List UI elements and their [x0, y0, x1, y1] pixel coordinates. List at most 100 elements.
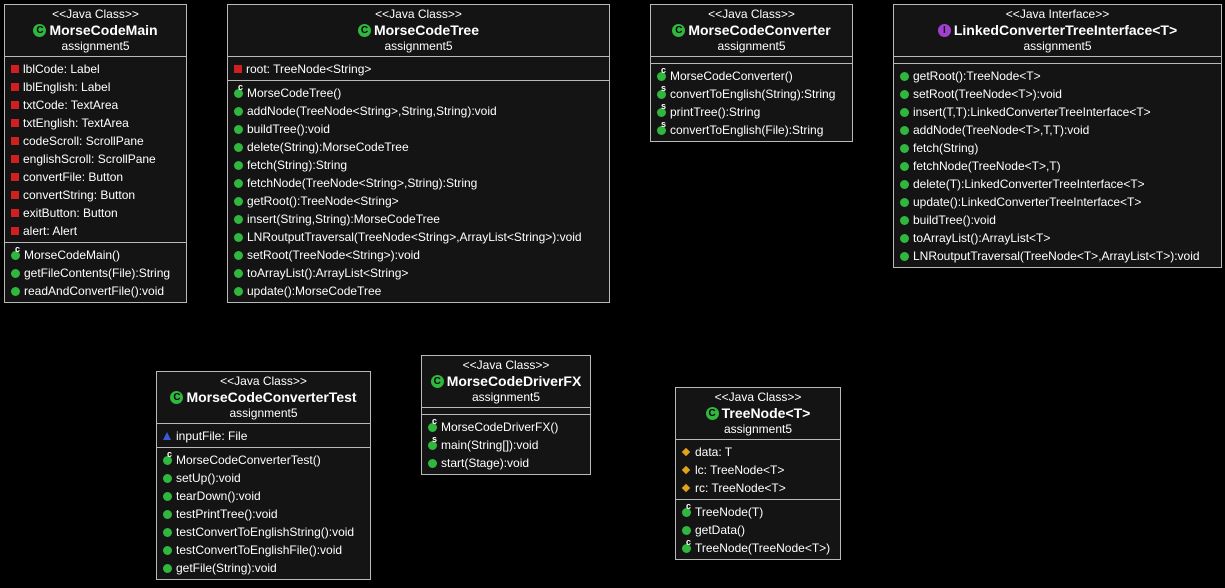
public-method-icon — [900, 107, 909, 117]
package-field-icon — [681, 483, 691, 493]
method-row: fetch(String):String — [228, 156, 609, 174]
constructor-icon — [234, 83, 243, 98]
method-row: toArrayList():ArrayList<T> — [894, 229, 1221, 247]
field-row: root: TreeNode<String> — [228, 60, 609, 78]
class-name: MorseCodeConverterTest — [186, 389, 357, 405]
method-text: start(Stage):void — [441, 456, 530, 470]
constructor-icon — [682, 538, 691, 553]
fields-section — [651, 56, 852, 63]
method-row: buildTree():void — [894, 211, 1221, 229]
method-text: update():LinkedConverterTreeInterface<T> — [913, 195, 1142, 209]
method-row: LNRoutputTraversal(TreeNode<String>,Arra… — [228, 228, 609, 246]
field-row: txtCode: TextArea — [5, 96, 186, 114]
class-badge-icon: C — [430, 374, 444, 388]
field-text: convertString: Button — [23, 188, 136, 202]
method-text: convertToEnglish(String):String — [670, 87, 836, 101]
stereotype-label: <<Java Class>> — [462, 358, 550, 372]
method-row: MorseCodeTree() — [228, 83, 609, 102]
public-method-icon — [900, 161, 909, 171]
field-text: data: T — [695, 445, 733, 459]
method-text: setRoot(TreeNode<String>):void — [247, 248, 420, 262]
field-text: rc: TreeNode<T> — [695, 481, 786, 495]
method-text: readAndConvertFile():void — [24, 284, 165, 298]
public-method-icon — [163, 491, 172, 501]
method-text: delete(String):MorseCodeTree — [247, 140, 409, 154]
private-field-icon — [11, 227, 19, 235]
field-row: alert: Alert — [5, 222, 186, 240]
method-text: fetchNode(TreeNode<String>,String):Strin… — [247, 176, 478, 190]
package-name: assignment5 — [1023, 39, 1092, 53]
method-row: delete(String):MorseCodeTree — [228, 138, 609, 156]
stereotype-label: <<Java Class>> — [52, 7, 139, 21]
method-row: TreeNode(T) — [676, 502, 840, 521]
public-method-icon — [163, 527, 172, 537]
method-text: fetch(String):String — [247, 158, 348, 172]
public-method-icon — [900, 215, 909, 225]
class-badge-icon: C — [357, 23, 371, 37]
class-badge-icon: C — [705, 406, 719, 420]
public-method-icon — [163, 545, 172, 555]
method-text: setRoot(TreeNode<T>):void — [913, 87, 1062, 101]
public-method-icon — [234, 268, 243, 278]
method-text: addNode(TreeNode<String>,String,String):… — [247, 104, 497, 118]
stereotype-label: <<Java Class>> — [714, 390, 802, 404]
method-row: fetchNode(TreeNode<String>,String):Strin… — [228, 174, 609, 192]
public-method-icon — [900, 89, 909, 99]
methods-section: TreeNode(T) getData() TreeNode(TreeNode<T>… — [676, 499, 840, 559]
methods-section: MorseCodeDriverFX()main(String[]):voidst… — [422, 414, 590, 474]
method-row: insert(T,T):LinkedConverterTreeInterface… — [894, 103, 1221, 121]
method-row: start(Stage):void — [422, 454, 590, 472]
field-row: convertFile: Button — [5, 168, 186, 186]
method-text: delete(T):LinkedConverterTreeInterface<T… — [913, 177, 1145, 191]
method-row: convertToEnglish(String):String — [651, 84, 852, 103]
method-text: TreeNode(T) — [695, 505, 764, 519]
private-field-icon — [11, 83, 19, 91]
class-name: TreeNode<T> — [721, 405, 811, 421]
method-text: update():MorseCodeTree — [247, 284, 382, 298]
method-text: insert(String,String):MorseCodeTree — [247, 212, 440, 226]
method-text: getRoot():TreeNode<T> — [913, 69, 1041, 83]
method-text: toArrayList():ArrayList<T> — [913, 231, 1051, 245]
stereotype-label: <<Java Class>> — [375, 7, 462, 21]
fields-section — [422, 407, 590, 414]
class-name: MorseCodeDriverFX — [446, 373, 582, 389]
method-row: getData() — [676, 521, 840, 539]
field-row: rc: TreeNode<T> — [676, 479, 840, 497]
method-text: MorseCodeDriverFX() — [441, 420, 559, 434]
field-text: lblEnglish: Label — [23, 80, 111, 94]
method-row: delete(T):LinkedConverterTreeInterface<T… — [894, 175, 1221, 193]
method-row: insert(String,String):MorseCodeTree — [228, 210, 609, 228]
class-name: MorseCodeTree — [373, 22, 480, 38]
public-method-icon — [163, 563, 172, 573]
field-text: englishScroll: ScrollPane — [23, 152, 156, 166]
constructor-icon — [163, 450, 172, 465]
method-text: addNode(TreeNode<T>,T,T):void — [913, 123, 1090, 137]
interface-badge-icon: I — [937, 23, 951, 37]
package-name: assignment5 — [723, 422, 793, 436]
class-badge-icon: C — [672, 23, 686, 37]
method-text: testPrintTree():void — [176, 507, 278, 521]
public-method-icon — [428, 458, 437, 468]
methods-section: MorseCodeTree() addNode(TreeNode<String>,… — [228, 80, 609, 302]
method-row: addNode(TreeNode<String>,String,String):… — [228, 102, 609, 120]
private-field-icon — [11, 173, 19, 181]
private-field-icon — [234, 65, 242, 73]
public-method-icon — [234, 178, 243, 188]
stereotype-label: <<Java Interface>> — [1005, 7, 1110, 21]
method-text: getRoot():TreeNode<String> — [247, 194, 399, 208]
method-text: TreeNode(TreeNode<T>) — [695, 541, 831, 555]
method-row: MorseCodeConverter() — [651, 66, 852, 85]
